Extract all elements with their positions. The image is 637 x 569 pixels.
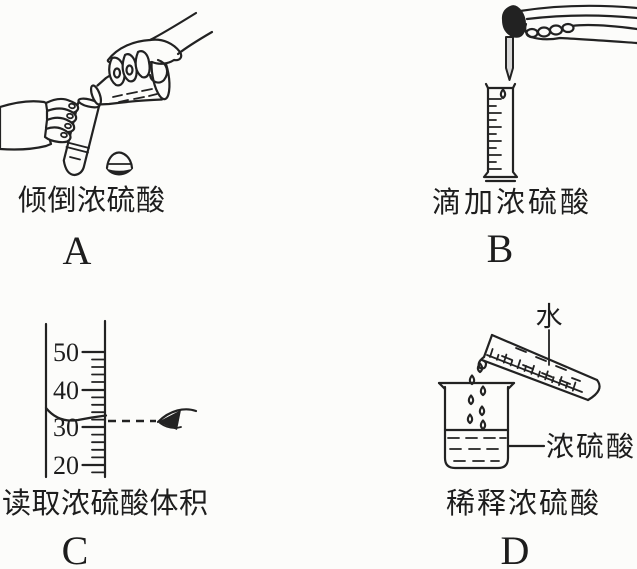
scale-numbers: 50 40 30 20: [53, 338, 79, 480]
letter-c: C: [61, 528, 89, 569]
caption-c: 读取浓硫酸体积: [2, 488, 209, 520]
hand: [514, 4, 637, 45]
bottle-stopper: [105, 151, 134, 176]
graduated-cylinder: [482, 82, 519, 183]
left-hand: [0, 97, 80, 151]
acid-drop: [499, 88, 507, 100]
panel-pouring-acid: 倾倒浓硫酸 A: [0, 0, 320, 280]
panel-dropwise-addition: 滴加浓硫酸 B: [320, 0, 637, 280]
cylinder-ruler-ticks: [489, 348, 577, 392]
dropper: [501, 5, 526, 81]
cylinder-scale-ticks: [487, 98, 502, 170]
caption-d: 稀释浓硫酸: [446, 488, 602, 520]
panel-dilution: 水: [320, 280, 637, 569]
reagent-bottle: [89, 49, 171, 106]
scale-reading-illustration: 50 40 30 20: [44, 319, 198, 480]
eye-icon: [156, 408, 198, 430]
acid-in-bottle: [112, 88, 158, 103]
tick-label-40: 40: [53, 376, 79, 405]
caption-a: 倾倒浓硫酸: [18, 185, 166, 217]
dilution-illustration: 水: [437, 302, 636, 470]
acid-label: 浓硫酸: [546, 431, 636, 463]
panel-volume-reading: 50 40 30 20 读取浓硫酸体积 C: [0, 280, 320, 569]
tick-label-50: 50: [53, 338, 79, 367]
minor-ticks: [91, 358, 106, 474]
beaker: [437, 381, 516, 470]
water-drops: [466, 362, 487, 431]
water-label: 水: [536, 302, 563, 332]
letter-b: B: [486, 226, 514, 271]
pouring-illustration: [0, 11, 214, 177]
meniscus-curve: [44, 406, 108, 422]
cylinder-wall-closeup: [44, 319, 107, 479]
acid-liquid-dashes: [447, 437, 507, 462]
thumb: [148, 58, 169, 84]
letter-d: D: [500, 528, 530, 569]
dropper-illustration: [482, 4, 637, 183]
test-tube: [62, 97, 101, 177]
tilted-cylinder: [477, 333, 601, 402]
water-in-cylinder: [501, 347, 581, 385]
right-hand: [106, 11, 214, 87]
caption-b: 滴加浓硫酸: [432, 187, 593, 219]
tick-label-20: 20: [53, 451, 79, 480]
major-ticks: [81, 350, 106, 467]
letter-a: A: [62, 228, 92, 273]
